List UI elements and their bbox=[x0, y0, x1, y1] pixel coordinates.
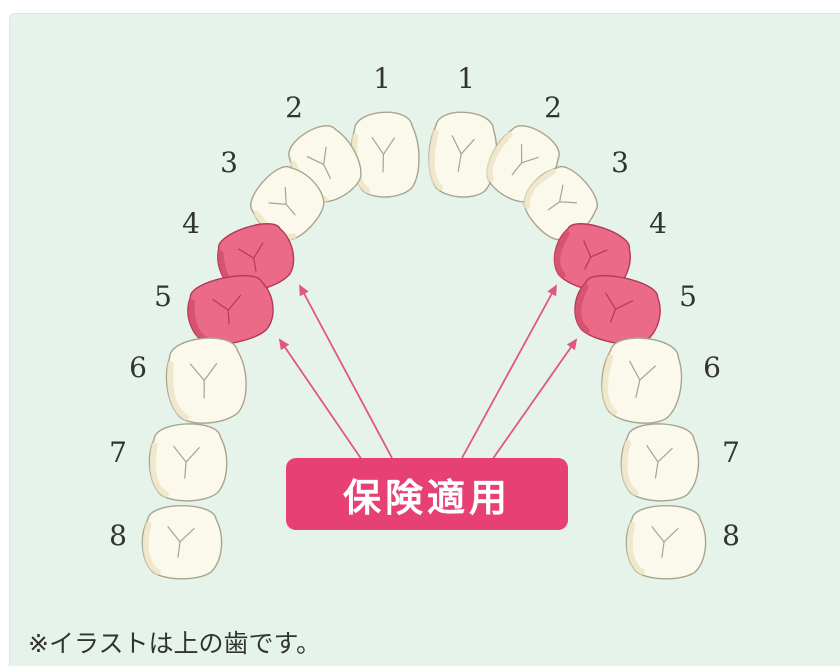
tooth-left-5-groove bbox=[212, 294, 242, 325]
arrow-to-left-4 bbox=[299, 284, 393, 459]
tooth-right-4-shade bbox=[554, 230, 570, 279]
tooth-number-right-3: 3 bbox=[611, 146, 629, 179]
tooth-number-left-1: 1 bbox=[373, 62, 391, 95]
tooth-number-right-8: 8 bbox=[722, 519, 740, 552]
tooth-right-5-shade bbox=[575, 284, 590, 334]
tooth-left-8 bbox=[141, 505, 223, 580]
tooth-right-3-groove bbox=[547, 184, 578, 211]
tooth-number-left-7: 7 bbox=[109, 436, 127, 469]
tooth-right-3 bbox=[523, 165, 598, 241]
tooth-left-7-shade bbox=[149, 442, 169, 498]
tooth-left-6 bbox=[165, 337, 247, 424]
tooth-left-2-groove bbox=[306, 146, 331, 179]
tooth-number-right-2: 2 bbox=[544, 91, 562, 124]
tooth-right-7-groove bbox=[646, 444, 673, 479]
tooth-left-1-groove bbox=[371, 136, 395, 173]
arrow-to-left-5 bbox=[278, 338, 363, 461]
illustration-footnote: ※イラストは上の歯です。 bbox=[28, 629, 321, 658]
tooth-right-7-shade bbox=[621, 439, 639, 496]
tooth-right-6-shade bbox=[602, 353, 618, 416]
tooth-left-3-groove bbox=[268, 186, 296, 216]
tooth-right-7 bbox=[620, 423, 700, 502]
tooth-left-8-shade bbox=[142, 521, 161, 575]
tooth-left-1 bbox=[350, 111, 420, 198]
insurance-coverage-label: 保険適用 bbox=[342, 475, 511, 520]
insurance-coverage-badge: 保険適用 bbox=[286, 458, 568, 530]
tooth-right-1-shade bbox=[428, 129, 444, 191]
tooth-right-6-groove bbox=[629, 360, 656, 398]
tooth-left-8-groove bbox=[167, 526, 195, 558]
tooth-right-1-groove bbox=[451, 135, 475, 173]
tooth-left-4-groove bbox=[238, 242, 264, 272]
tooth-left-7-groove bbox=[173, 445, 200, 479]
tooth-right-2-shade bbox=[486, 131, 513, 182]
tooth-right-4-groove bbox=[583, 240, 608, 270]
tooth-left-7 bbox=[148, 423, 228, 502]
tooth-left-6-groove bbox=[189, 363, 218, 399]
tooth-number-right-1: 1 bbox=[457, 62, 475, 95]
tooth-number-left-2: 2 bbox=[285, 91, 303, 124]
tooth-right-8-groove bbox=[651, 526, 679, 558]
tooth-right-2-groove bbox=[511, 144, 539, 176]
tooth-number-left-6: 6 bbox=[129, 351, 147, 384]
tooth-right-5 bbox=[574, 275, 661, 345]
tooth-number-right-5: 5 bbox=[679, 280, 697, 313]
arrow-to-right-4 bbox=[461, 284, 557, 459]
tooth-right-3-shade bbox=[523, 168, 556, 209]
tooth-number-right-6: 6 bbox=[703, 351, 721, 384]
tooth-number-left-5: 5 bbox=[154, 280, 172, 313]
tooth-right-6 bbox=[601, 337, 683, 424]
tooth-right-1 bbox=[428, 111, 498, 198]
tooth-number-left-8: 8 bbox=[109, 519, 127, 552]
arrow-to-right-5 bbox=[491, 338, 578, 461]
tooth-number-right-4: 4 bbox=[649, 207, 667, 240]
tooth-left-6-shade bbox=[167, 361, 189, 421]
tooth-number-right-7: 7 bbox=[722, 436, 740, 469]
tooth-right-8 bbox=[625, 505, 707, 580]
tooth-left-6-crown bbox=[165, 337, 247, 424]
tooth-right-5-groove bbox=[605, 292, 634, 323]
tooth-right-8-shade bbox=[626, 521, 645, 575]
tooth-number-left-4: 4 bbox=[182, 207, 200, 240]
tooth-number-left-3: 3 bbox=[220, 146, 238, 179]
